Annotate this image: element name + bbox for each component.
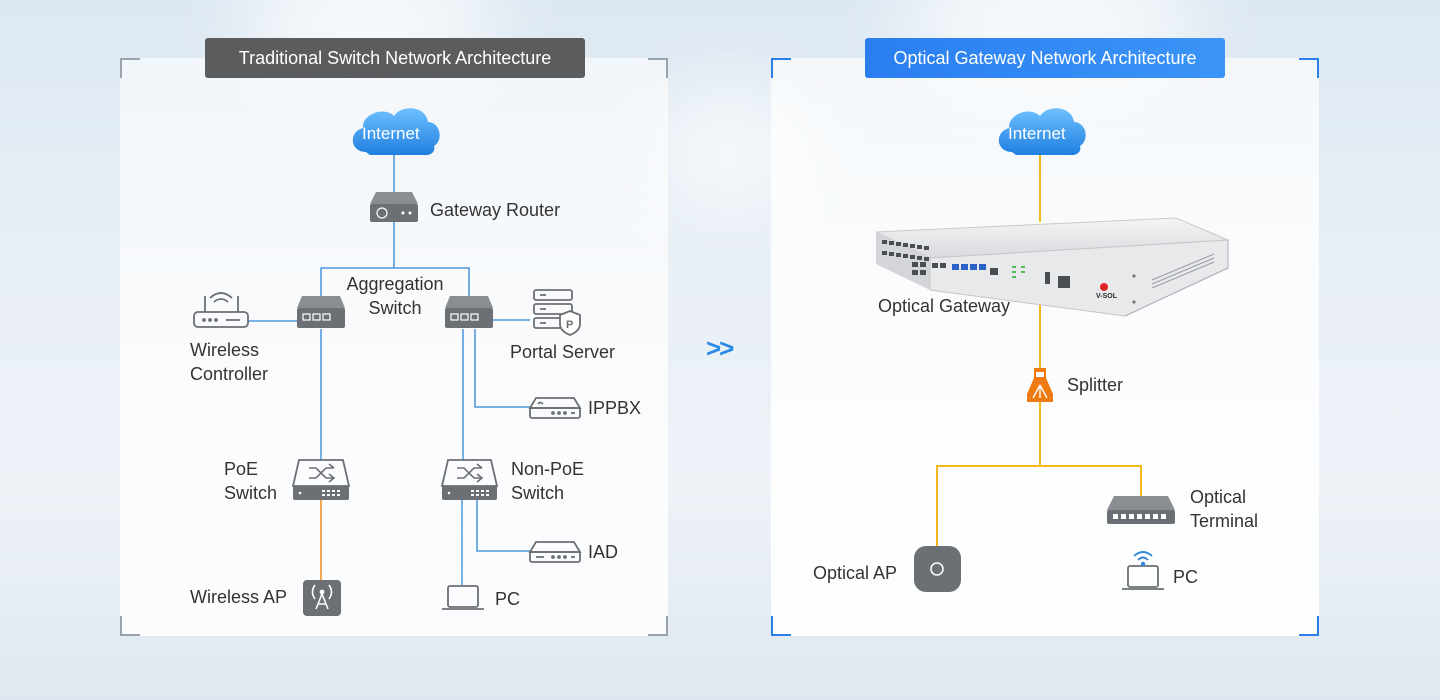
panel-corner xyxy=(648,616,668,636)
iad-icon xyxy=(528,541,582,563)
splitter-icon xyxy=(1027,368,1053,402)
panel-corner xyxy=(120,58,140,78)
aggregation-switch-left-icon xyxy=(297,296,345,328)
internet-label-right: Internet xyxy=(1008,124,1066,143)
transition-arrow: >> xyxy=(706,333,734,363)
gateway-router-label: Gateway Router xyxy=(430,200,561,220)
wireless-controller-label: Wireless Controller xyxy=(190,340,269,384)
panel-corner xyxy=(1299,616,1319,636)
splitter-label: Splitter xyxy=(1067,375,1124,395)
optical-architecture-title: Optical Gateway Network Architecture xyxy=(865,38,1225,78)
pc-right-icon xyxy=(1122,565,1164,590)
iad-label: IAD xyxy=(588,542,619,562)
svg-text:V-SOL: V-SOL xyxy=(1096,293,1118,300)
left-connection-lines xyxy=(248,155,530,585)
line-aggregation-bus xyxy=(320,267,470,296)
internet-cloud-right-icon xyxy=(998,108,1086,156)
poe-switch-icon xyxy=(291,459,351,500)
non-poe-switch-icon xyxy=(440,459,499,500)
portal-server-label: Portal Server xyxy=(510,342,616,362)
gateway-router-icon xyxy=(370,192,418,222)
panel-corner xyxy=(648,58,668,78)
optical-ap-icon xyxy=(914,546,961,592)
optical-ap-label: Optical AP xyxy=(813,563,898,583)
wifi-icon xyxy=(1133,551,1153,567)
poe-switch-label: PoE Switch xyxy=(224,459,278,503)
optical-gateway-label: Optical Gateway xyxy=(878,296,1011,316)
non-poe-switch-label: Non-PoE Switch xyxy=(511,459,585,503)
panel-corner xyxy=(771,616,791,636)
wireless-ap-icon xyxy=(303,580,341,616)
optical-terminal-icon xyxy=(1107,496,1175,524)
portal-server-icon: P xyxy=(533,289,581,336)
line-splitter-branches xyxy=(936,465,1142,546)
internet-cloud-icon xyxy=(352,108,440,156)
internet-label-left: Internet xyxy=(362,124,420,143)
wireless-ap-label: Wireless AP xyxy=(190,587,288,607)
optical-terminal-label: Optical Terminal xyxy=(1190,487,1259,531)
line-nonpoe-iad xyxy=(476,500,530,552)
panel-corner xyxy=(771,58,791,78)
ippbx-icon xyxy=(528,397,582,419)
optical-gateway-device-icon: V-SOL xyxy=(875,217,1229,317)
aggregation-switch-label: Aggregation Switch xyxy=(346,274,444,318)
line-agg-ippbx xyxy=(474,329,530,408)
pc-label-left: PC xyxy=(495,589,521,609)
pc-label-right: PC xyxy=(1173,567,1199,587)
pc-left-icon xyxy=(442,585,484,610)
ippbx-label: IPPBX xyxy=(588,398,642,418)
traditional-architecture-title: Traditional Switch Network Architecture xyxy=(205,38,585,78)
svg-text:P: P xyxy=(566,319,573,331)
right-connection-lines xyxy=(936,155,1142,546)
wireless-controller-icon xyxy=(193,292,249,328)
panel-corner xyxy=(120,616,140,636)
aggregation-switch-right-icon xyxy=(445,296,493,328)
panel-corner xyxy=(1299,58,1319,78)
